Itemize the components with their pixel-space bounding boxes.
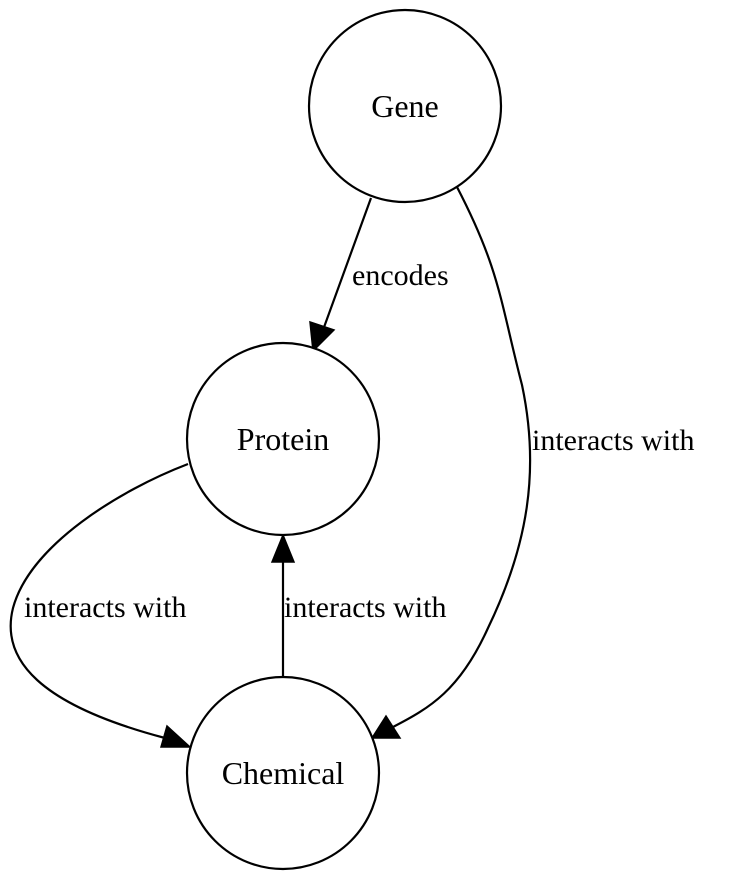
node-gene: Gene [307,8,503,204]
edge-protein-to-chemical [9,462,192,748]
edge-label-encodes: encodes [352,259,449,292]
arrowhead-gene-to-chemical [370,714,402,739]
edge-label-gene-chemical: interacts with [532,424,694,457]
edge-gene-to-protein [309,197,373,353]
arrowhead-gene-to-protein [309,320,336,353]
edge-label-protein-chemical: interacts with [24,591,186,624]
node-label-protein: Protein [237,421,329,457]
node-label-chemical: Chemical [222,755,345,791]
edge-gene-to-chemical [370,186,532,739]
node-label-gene: Gene [371,88,439,124]
edge-label-chemical-protein: interacts with [284,591,446,624]
node-chemical: Chemical [185,675,381,871]
arrowhead-protein-to-chemical [160,724,192,748]
node-protein: Protein [185,341,381,537]
arrowhead-chemical-to-protein [270,533,296,563]
edge-chemical-to-protein [270,533,296,678]
